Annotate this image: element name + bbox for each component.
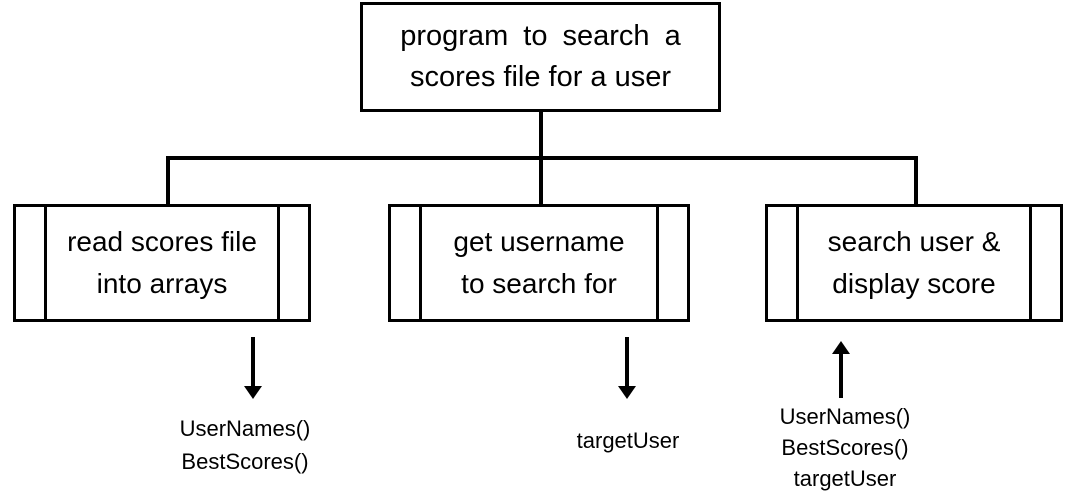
module-label-line1: get username <box>453 226 625 257</box>
module-label-line2: into arrays <box>96 268 228 299</box>
root-module-label-line1: program to search a <box>400 20 681 52</box>
module-label-line1: search user & <box>827 226 1001 257</box>
param-list-search-display: UserNames() BestScores() targetUser <box>753 401 937 494</box>
module-side-bar-left <box>44 207 47 319</box>
param-label: targetUser <box>793 466 897 491</box>
param-label: BestScores() <box>181 449 309 474</box>
down-arrow-icon <box>625 337 629 386</box>
up-arrowhead-icon <box>832 341 850 354</box>
root-module-label-line2: scores file for a user <box>409 61 672 93</box>
module-side-bar-left <box>796 207 799 319</box>
param-label: BestScores() <box>781 435 909 460</box>
module-side-bar-right <box>656 207 659 319</box>
down-arrowhead-icon <box>244 386 262 399</box>
root-module-box: program to search a scores file for a us… <box>360 2 721 112</box>
connector-horizontal-bar <box>166 156 918 160</box>
module-label-read-scores: read scores file into arrays <box>16 221 308 305</box>
param-list-read-scores: UserNames() BestScores() <box>155 412 335 478</box>
module-label-line2: display score <box>832 268 996 299</box>
module-label-line2: to search for <box>461 268 617 299</box>
param-label: UserNames() <box>779 404 911 429</box>
down-arrowhead-icon <box>618 386 636 399</box>
param-list-get-username: targetUser <box>538 424 718 457</box>
module-side-bar-left <box>419 207 422 319</box>
up-arrow-icon <box>839 354 843 398</box>
down-arrow-icon <box>251 337 255 386</box>
connector-right-stem <box>914 156 918 204</box>
module-box-read-scores: read scores file into arrays <box>13 204 311 322</box>
root-module-label: program to search a scores file for a us… <box>363 16 718 98</box>
connector-left-stem <box>166 156 170 204</box>
module-label-get-username: get username to search for <box>391 221 687 305</box>
param-label: UserNames() <box>179 416 311 441</box>
module-label-search-display: search user & display score <box>768 221 1060 305</box>
module-box-get-username: get username to search for <box>388 204 690 322</box>
module-box-search-display: search user & display score <box>765 204 1063 322</box>
module-label-line1: read scores file <box>67 226 257 257</box>
module-side-bar-right <box>1029 207 1032 319</box>
param-label: targetUser <box>576 428 680 453</box>
module-side-bar-right <box>277 207 280 319</box>
